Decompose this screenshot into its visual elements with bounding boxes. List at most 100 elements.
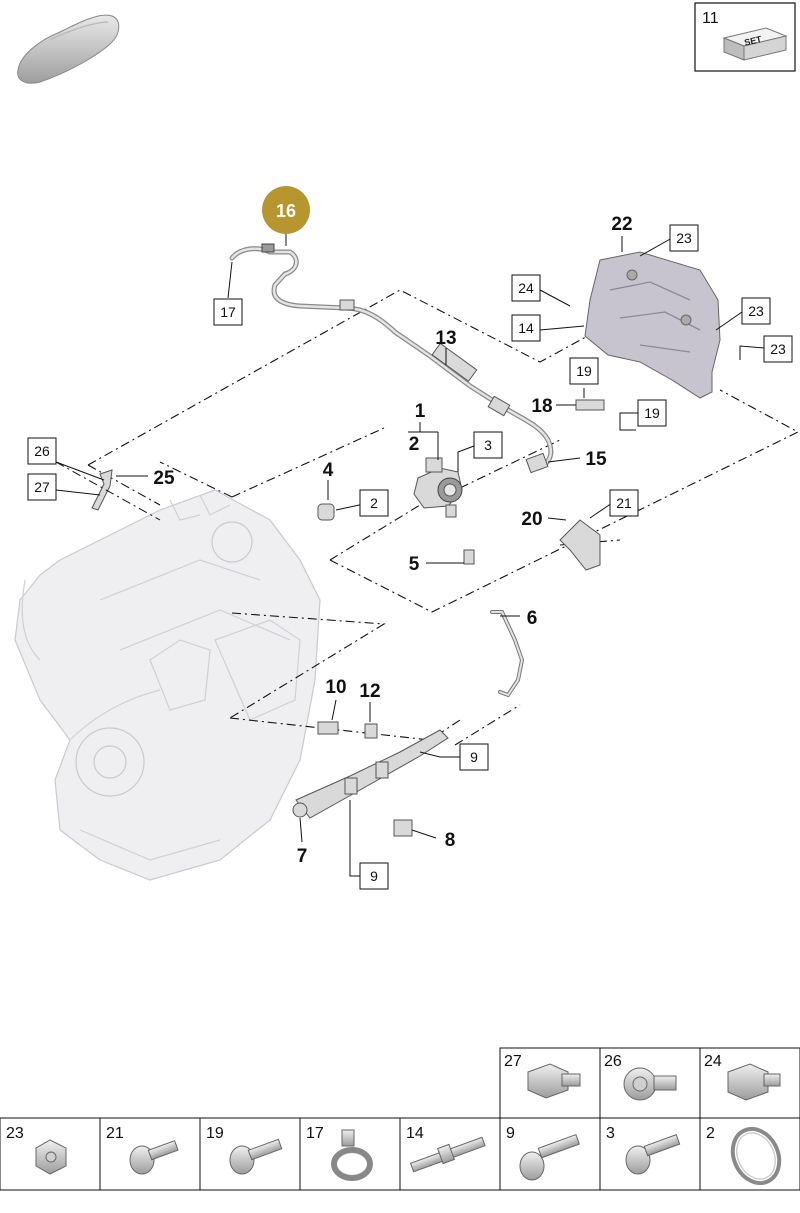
high-pressure-pump[interactable] — [413, 457, 463, 518]
parts-table: 27 26 24 23 — [0, 1047, 800, 1191]
parts-cell-17[interactable]: 17 — [299, 1117, 401, 1191]
bolt-icon — [129, 1140, 179, 1175]
boxed-callout-label: 23 — [748, 303, 764, 319]
callout-20[interactable]: 20 — [521, 509, 542, 530]
boxed-callout-19b[interactable]: 19 — [637, 399, 667, 427]
fitting-5[interactable] — [463, 549, 475, 565]
parts-cell-9[interactable]: 9 — [499, 1117, 601, 1191]
heat-shield[interactable] — [584, 251, 721, 399]
set-badge-text: SET — [743, 34, 763, 48]
callout-13[interactable]: 13 — [435, 328, 456, 349]
parts-cell-3[interactable]: 3 — [599, 1117, 701, 1191]
boxed-callout-label: 23 — [770, 341, 786, 357]
parts-cell-27[interactable]: 27 — [499, 1047, 601, 1119]
boxed-callout-label: 21 — [616, 495, 632, 511]
line-coupling — [339, 299, 355, 311]
bolt-icon — [623, 1067, 677, 1101]
parts-cell-number: 21 — [106, 1125, 124, 1142]
bracket-18[interactable] — [575, 399, 605, 411]
nut-icon — [35, 1139, 67, 1175]
parts-cell-number: 23 — [6, 1125, 24, 1142]
assembly-lines — [87, 289, 800, 746]
boxed-callout-3[interactable]: 3 — [473, 431, 503, 459]
line-bracket-13 — [431, 342, 478, 382]
injector-10[interactable] — [317, 721, 339, 735]
car-silhouette-icon — [17, 14, 120, 84]
highlight-callout-16[interactable]: 16 — [262, 186, 310, 246]
parts-cell-23[interactable]: 23 — [0, 1117, 101, 1191]
boxed-callout-21[interactable]: 21 — [609, 489, 639, 517]
callout-22[interactable]: 22 — [611, 214, 632, 235]
parts-cell-number: 14 — [406, 1125, 424, 1142]
boxed-callout-2[interactable]: 2 — [359, 489, 389, 517]
seal-12[interactable] — [364, 723, 378, 739]
set-badge-icon: SET — [722, 27, 788, 61]
boxed-callout-label: 19 — [644, 405, 660, 421]
bolt-icon — [625, 1134, 681, 1175]
parts-cell-26[interactable]: 26 — [599, 1047, 701, 1119]
parts-cell-14[interactable]: 14 — [399, 1117, 501, 1191]
boxed-callout-26[interactable]: 26 — [27, 437, 57, 465]
pressure-sensor-8[interactable] — [393, 819, 413, 837]
callout-15[interactable]: 15 — [585, 449, 607, 470]
parts-cell-24[interactable]: 24 — [699, 1047, 800, 1119]
leader-lines — [55, 236, 765, 877]
fuel-line-high-pressure[interactable] — [229, 243, 554, 474]
boxed-callouts: 17 23 24 14 23 23 19 19 — [27, 224, 793, 890]
boxed-callout-label: 9 — [370, 868, 378, 884]
boxed-callout-label: 2 — [370, 495, 378, 511]
parts-cell-19[interactable]: 19 — [199, 1117, 301, 1191]
bolt-icon — [519, 1133, 580, 1181]
small-parts — [91, 399, 605, 837]
boxed-callout-23a[interactable]: 23 — [669, 224, 699, 252]
seal-4[interactable] — [317, 503, 335, 521]
boxed-callout-label: 19 — [576, 363, 592, 379]
boxed-callout-label: 17 — [220, 304, 236, 320]
boxed-callout-19a[interactable]: 19 — [569, 357, 599, 385]
callout-7[interactable]: 7 — [297, 846, 308, 867]
callout-5[interactable]: 5 — [409, 554, 420, 575]
parts-cell-number: 3 — [606, 1125, 615, 1142]
boxed-callout-24[interactable]: 24 — [511, 274, 541, 302]
bolt-icon — [527, 1063, 581, 1099]
bold-callouts: 1 2 4 5 6 7 8 10 12 13 15 18 20 22 25 — [153, 214, 632, 867]
boxed-callout-9b[interactable]: 9 — [359, 862, 389, 890]
callout-10[interactable]: 10 — [325, 677, 346, 698]
bracket-20[interactable] — [559, 519, 601, 571]
boxed-callout-14[interactable]: 14 — [511, 314, 541, 342]
parts-cell-21[interactable]: 21 — [99, 1117, 201, 1191]
parts-cell-number: 19 — [206, 1125, 224, 1142]
callout-4[interactable]: 4 — [323, 460, 334, 481]
boxed-callout-9a[interactable]: 9 — [459, 743, 489, 771]
callout-18[interactable]: 18 — [531, 396, 552, 417]
line-end-fitting — [525, 452, 549, 474]
callout-1[interactable]: 1 — [415, 401, 426, 422]
boxed-callout-label: 26 — [34, 443, 50, 459]
line-nut — [487, 395, 511, 417]
boxed-callout-23b[interactable]: 23 — [741, 297, 771, 325]
boxed-callout-label: 14 — [518, 320, 534, 336]
boxed-callout-27[interactable]: 27 — [27, 473, 57, 501]
callout-12[interactable]: 12 — [359, 681, 380, 702]
set-box[interactable]: 11 SET — [694, 2, 796, 72]
boxed-callout-label: 9 — [470, 749, 478, 765]
parts-cell-number: 24 — [704, 1053, 722, 1070]
callout-6[interactable]: 6 — [527, 608, 538, 629]
parts-cell-number: 27 — [504, 1053, 522, 1070]
highlight-circle — [262, 186, 310, 234]
boxed-callout-label: 3 — [484, 437, 492, 453]
stud-icon — [409, 1136, 486, 1173]
boxed-callout-17[interactable]: 17 — [213, 298, 243, 326]
fuel-rail[interactable] — [292, 729, 449, 819]
highlight-label: 16 — [276, 201, 296, 221]
callout-2[interactable]: 2 — [409, 434, 420, 455]
parts-cell-2[interactable]: 2 — [699, 1117, 800, 1191]
set-box-number: 11 — [702, 10, 719, 27]
boxed-callout-23c[interactable]: 23 — [763, 335, 793, 363]
bolt-icon — [229, 1138, 283, 1175]
callout-8[interactable]: 8 — [445, 830, 456, 851]
boxed-callout-label: 24 — [518, 280, 534, 296]
callout-25[interactable]: 25 — [153, 468, 175, 489]
sensor-25[interactable] — [91, 469, 113, 511]
